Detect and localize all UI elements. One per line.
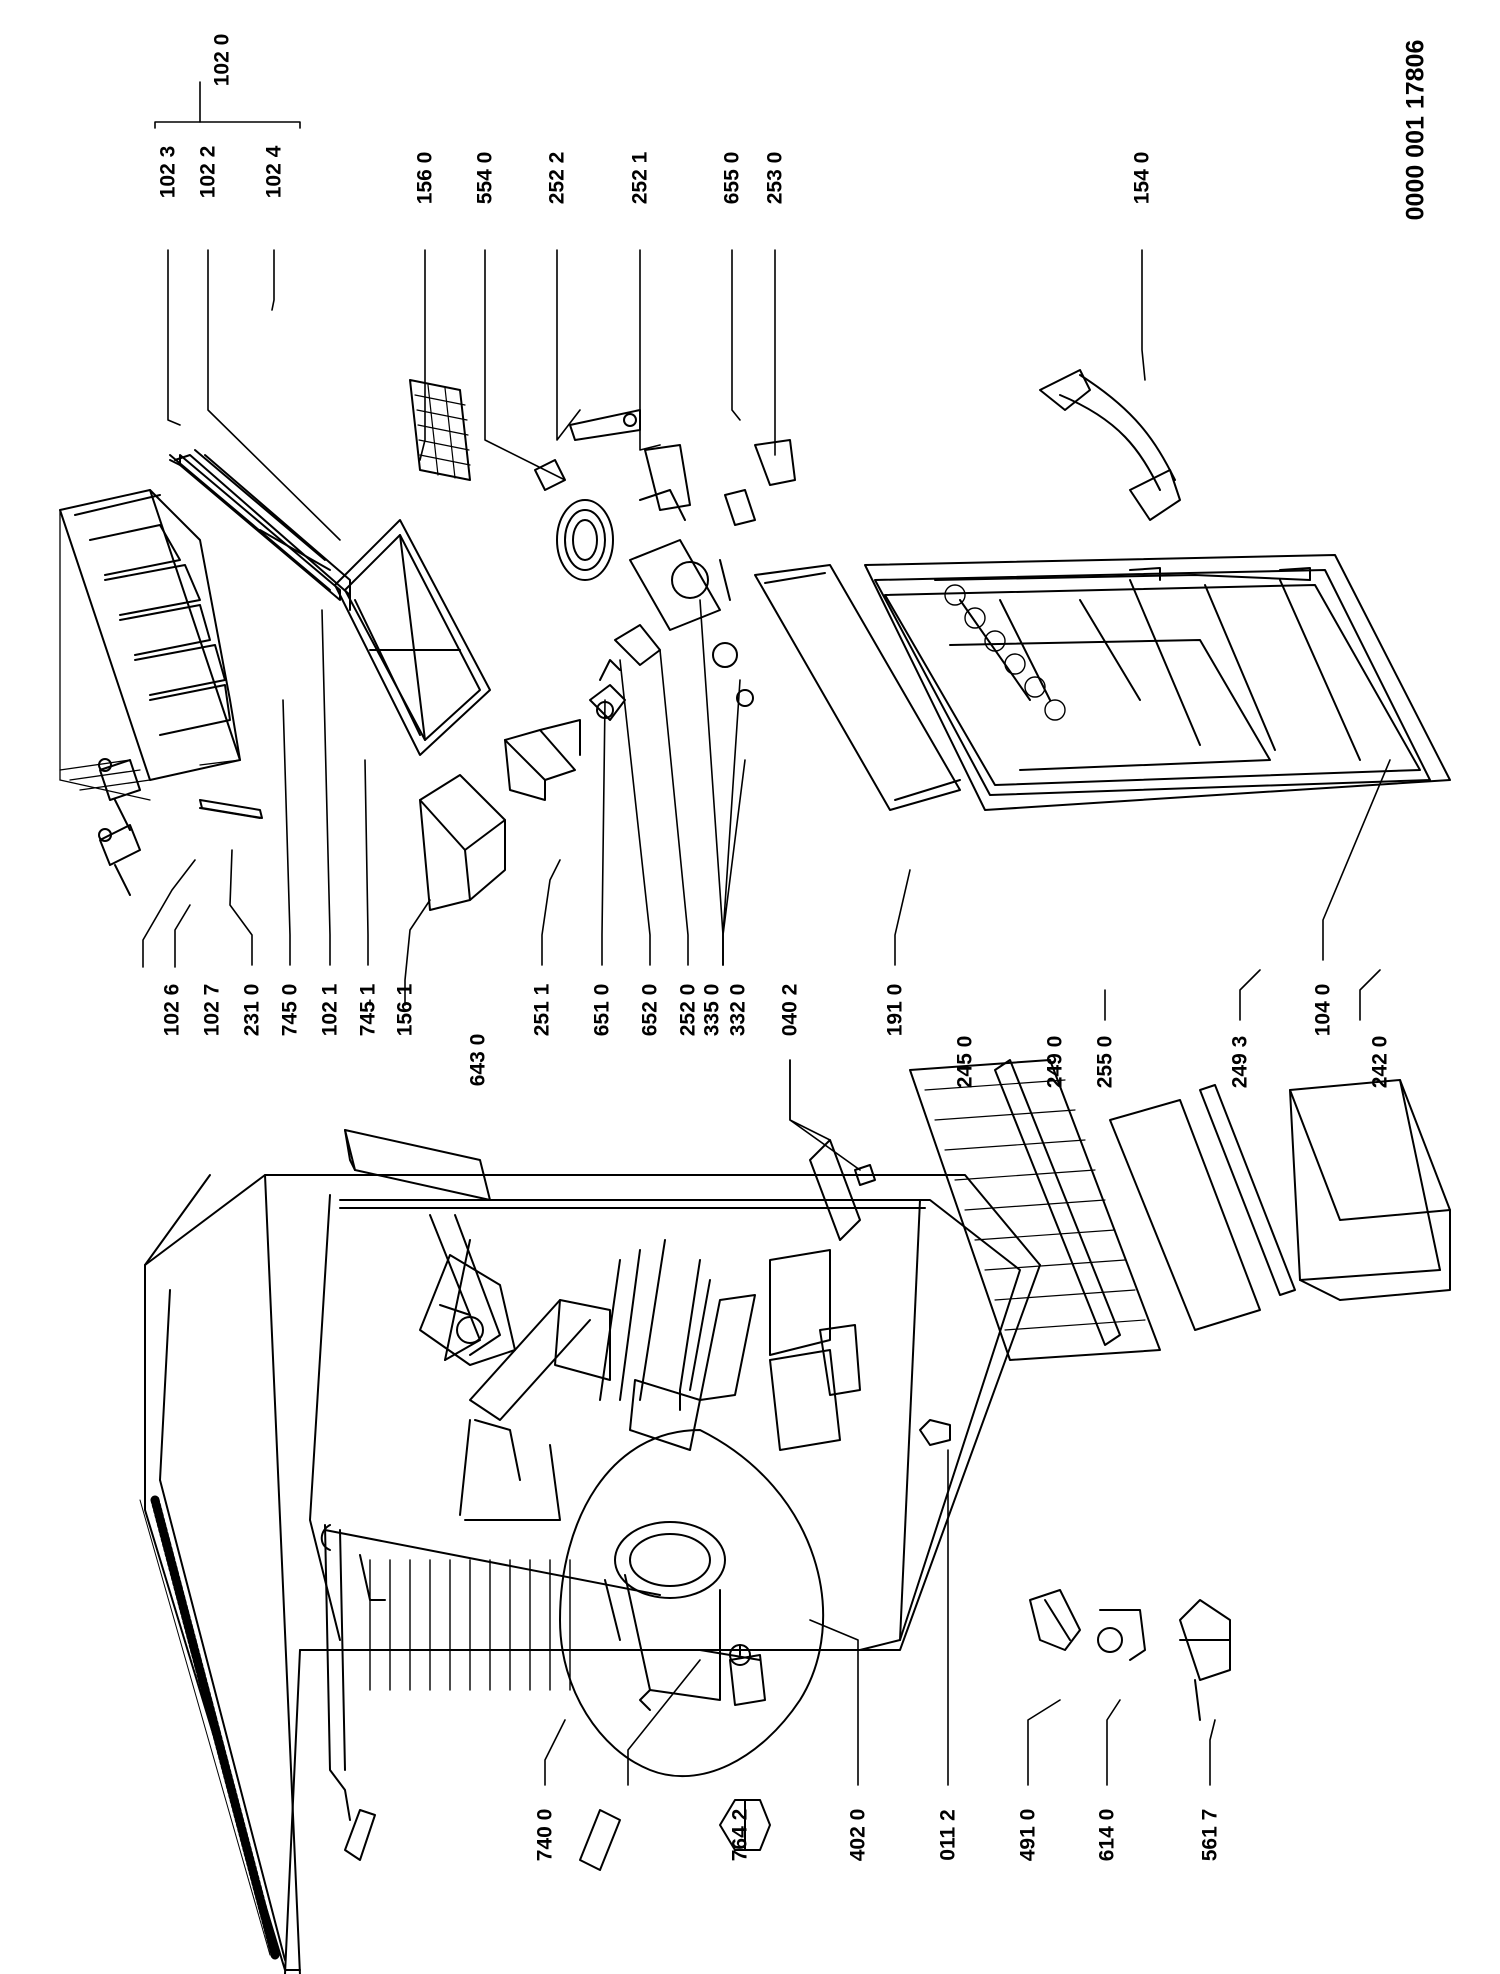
part-label-231-0: 231 0 [240, 983, 264, 1037]
part-label-102-0: 102 0 [210, 33, 234, 87]
part-label-740-0: 740 0 [533, 1808, 557, 1862]
part-label-764-2: 764 2 [728, 1808, 752, 1862]
drip-tray-drawing [334, 519, 491, 756]
ice-tray-drawing [409, 379, 471, 481]
cabinet-body [139, 1174, 1041, 1974]
cabinet-interior [429, 1214, 861, 1521]
part-label-745-1: 745 1 [356, 983, 380, 1037]
glass-shelf-drawing [1109, 1099, 1261, 1331]
part-label-245-0: 245 0 [953, 1035, 977, 1089]
freezer-door-drawing [169, 449, 351, 611]
part-label-102-6: 102 6 [160, 983, 184, 1037]
part-label-252-1: 252 1 [628, 151, 652, 205]
part-label-614-0: 614 0 [1095, 1808, 1119, 1862]
part-label-252-0: 252 0 [676, 983, 700, 1037]
glass-shelf-trim-drawing [1199, 1084, 1296, 1296]
condenser-drawing [320, 1524, 661, 1871]
part-label-242-0: 242 0 [1368, 1035, 1392, 1089]
part-label-253-0: 253 0 [763, 151, 787, 205]
part-label-491-0: 491 0 [1016, 1808, 1040, 1862]
shelf-trim-drawing [994, 1059, 1121, 1346]
ice-box-drawing [419, 774, 506, 911]
compressor-drawing [559, 1429, 825, 1778]
thermostat-parts-drawing [589, 539, 754, 721]
evaporator-drawing [59, 489, 241, 801]
part-label-156-1: 156 1 [393, 983, 417, 1037]
part-label-156-0: 156 0 [413, 151, 437, 205]
small-parts-left [98, 758, 491, 1201]
part-label-745-0: 745 0 [278, 983, 302, 1037]
part-label-040-2: 040 2 [778, 983, 802, 1037]
part-label-335-0: 335 0 [700, 983, 724, 1037]
part-label-651-0: 651 0 [590, 983, 614, 1037]
relay-drawing [729, 1644, 766, 1706]
small-pieces-bottom [719, 1419, 1231, 1851]
part-label-102-7: 102 7 [200, 983, 224, 1037]
switch-parts-drawing [569, 409, 796, 526]
part-label-104-0: 104 0 [1311, 983, 1335, 1037]
part-label-402-0: 402 0 [846, 1808, 870, 1862]
part-label-652-0: 652 0 [638, 983, 662, 1037]
part-label-102-4: 102 4 [262, 145, 286, 199]
part-label-102-1: 102 1 [318, 983, 342, 1037]
door-gasket-drawing [754, 564, 961, 811]
light-cover-drawing [504, 719, 581, 801]
part-label-251-1: 251 1 [530, 983, 554, 1037]
wire-shelf-drawing [909, 1059, 1161, 1361]
door-handle-drawing [1039, 369, 1181, 521]
part-label-154-0: 154 0 [1130, 151, 1154, 205]
part-label-252-2: 252 2 [545, 151, 569, 205]
part-label-255-0: 255 0 [1093, 1035, 1117, 1089]
part-label-554-0: 554 0 [473, 151, 497, 205]
part-label-249-3: 249 3 [1228, 1035, 1252, 1089]
crisper-drawer-drawing [1289, 1079, 1451, 1301]
hinge-drawing [809, 1139, 876, 1241]
door-drawing [864, 554, 1451, 811]
part-label-249-0: 249 0 [1043, 1035, 1067, 1089]
part-label-561-7: 561 7 [1198, 1808, 1222, 1862]
part-label-643-0: 643 0 [466, 1033, 490, 1087]
cabinet-thermostat-box [419, 1254, 516, 1366]
leader-lines [142, 81, 1391, 1786]
part-label-655-0: 655 0 [720, 151, 744, 205]
part-label-332-0: 332 0 [726, 983, 750, 1037]
part-label-011-2: 011 2 [936, 1809, 960, 1861]
document-number: 0000 001 17806 [1401, 39, 1430, 221]
part-label-102-2: 102 2 [196, 145, 220, 199]
part-label-102-3: 102 3 [156, 145, 180, 199]
wiring-harness-drawing [534, 459, 614, 581]
part-label-191-0: 191 0 [883, 983, 907, 1037]
